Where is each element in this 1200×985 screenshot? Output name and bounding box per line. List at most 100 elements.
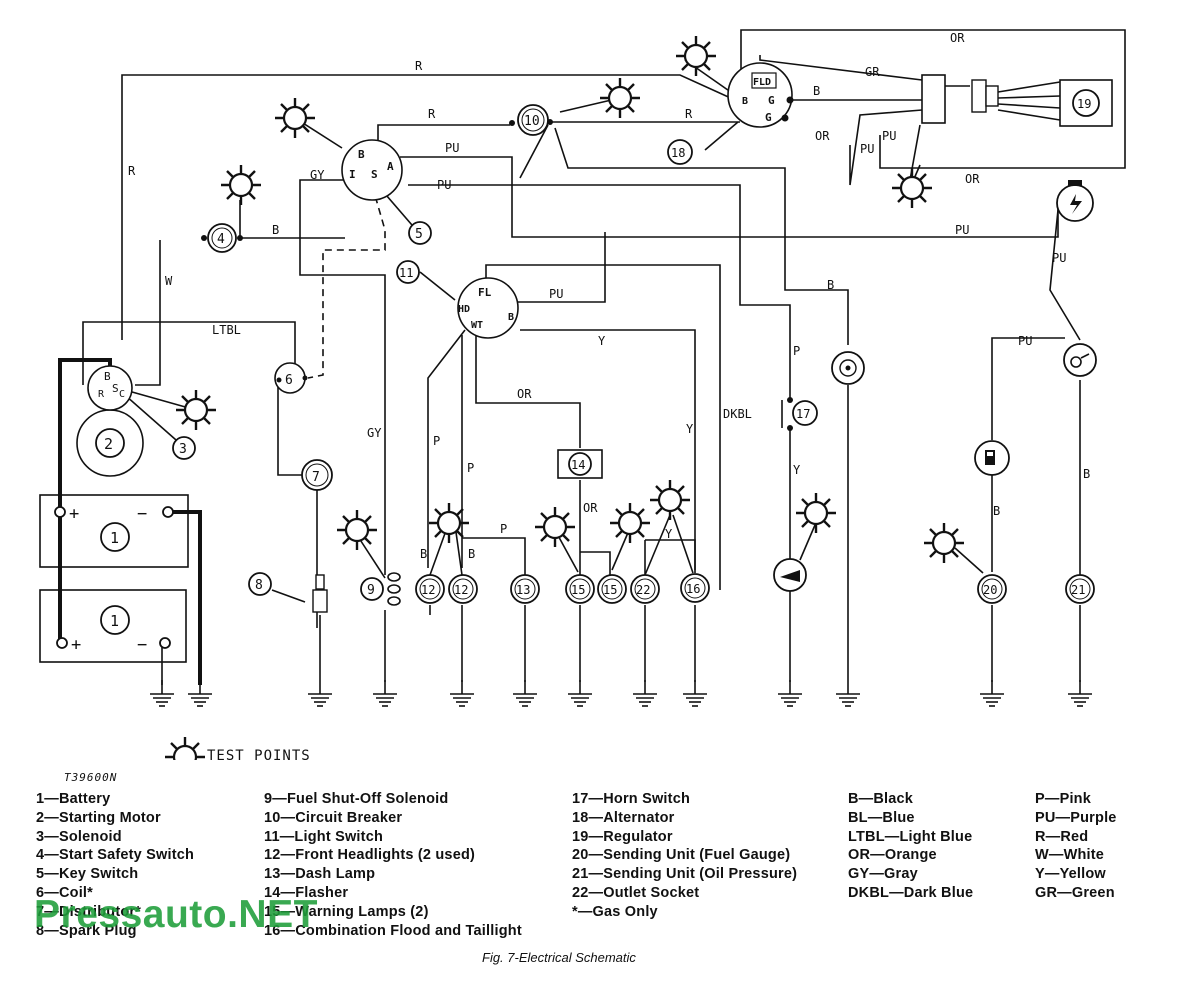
svg-text:Y: Y [686, 422, 694, 436]
svg-text:PU: PU [955, 223, 969, 237]
svg-text:12: 12 [454, 583, 468, 597]
svg-text:Y: Y [665, 527, 673, 541]
legend-item: 17—Horn Switch [572, 791, 691, 807]
svg-text:20: 20 [983, 583, 997, 597]
svg-text:P: P [500, 522, 507, 536]
test-point-icon [648, 478, 692, 522]
warning-lamp-left: 15 [565, 574, 595, 604]
svg-text:5: 5 [415, 227, 423, 242]
dash-lamp: 13 [510, 574, 540, 604]
svg-text:R: R [685, 107, 693, 121]
svg-text:B: B [420, 547, 427, 561]
solenoid-callout: 3 [172, 436, 196, 460]
svg-text:P: P [793, 344, 800, 358]
ground-symbols [149, 679, 1093, 707]
svg-text:R: R [415, 59, 423, 73]
svg-text:C: C [119, 389, 125, 400]
svg-text:OR: OR [583, 501, 598, 515]
figure-caption: Fig. 7-Electrical Schematic [482, 950, 636, 965]
battery-minus-sign: − [137, 635, 147, 655]
svg-text:15: 15 [603, 583, 617, 597]
svg-text:B: B [742, 96, 748, 107]
legend-item: PU—Purple [1035, 809, 1117, 826]
svg-text:16: 16 [686, 582, 700, 596]
svg-text:OR: OR [517, 387, 532, 401]
svg-text:PU: PU [1018, 334, 1032, 348]
drawing-number: T39600N [64, 771, 118, 784]
svg-text:15: 15 [571, 583, 585, 597]
svg-text:13: 13 [516, 583, 530, 597]
oil-pressure-indicator [1063, 343, 1097, 377]
circuit-breaker: 10 [509, 104, 553, 136]
legend-item: 13—Dash Lamp [264, 866, 376, 883]
svg-text:B: B [827, 278, 834, 292]
legend-item: BL—Blue [848, 809, 915, 826]
battery-upper: + − 1 [39, 494, 189, 568]
legend-item: 9—Fuel Shut-Off Solenoid [264, 791, 449, 807]
indicator-lamp [831, 351, 865, 385]
test-point-legend-icon [163, 735, 207, 760]
legend-item: GY—Gray [848, 866, 918, 883]
svg-text:9: 9 [367, 583, 375, 598]
legend-colors-col1: B—Black BL—Blue LTBL—Light Blue OR—Orang… [848, 790, 973, 903]
test-point-icon [794, 491, 838, 535]
svg-text:W: W [165, 274, 173, 288]
sending-unit-oil: 21 [1065, 574, 1095, 604]
legend-item: W—White [1035, 847, 1105, 864]
legend-item: 14—Flasher [264, 884, 349, 901]
svg-text:G: G [765, 111, 772, 124]
test-point-icon [273, 96, 317, 140]
headlight-left: 12 [415, 574, 445, 604]
svg-text:Y: Y [793, 463, 801, 477]
regulator: 19 [921, 74, 1113, 127]
test-point-icon [922, 521, 966, 565]
svg-text:B: B [272, 223, 279, 237]
legend-item: OR—Orange [848, 847, 937, 864]
legend-item: 21—Sending Unit (Oil Pressure) [572, 866, 798, 883]
flasher: 14 [557, 449, 603, 479]
test-point-icon [890, 166, 934, 210]
svg-text:14: 14 [571, 458, 585, 472]
svg-text:PU: PU [860, 142, 874, 156]
legend-item: 15—Warning Lamps (2) [264, 903, 429, 920]
svg-text:B: B [468, 547, 475, 561]
legend-components-col1: 1—Battery 2—Starting Motor 3—Solenoid 4—… [36, 790, 194, 940]
svg-text:8: 8 [255, 578, 263, 593]
svg-text:R: R [128, 164, 136, 178]
svg-text:OR: OR [815, 129, 830, 143]
key-switch: B I S A [341, 139, 403, 201]
legend-item: 6—Coil* [36, 884, 93, 901]
svg-text:R: R [98, 389, 105, 400]
battery-lower: + − 1 [39, 589, 187, 663]
svg-text:B: B [993, 504, 1000, 518]
legend-components-col2: 9—Fuel Shut-Off Solenoid 10—Circuit Brea… [264, 790, 522, 940]
headlight-right: 12 [448, 574, 478, 604]
svg-text:DKBL: DKBL [723, 407, 752, 421]
svg-text:GR: GR [865, 65, 880, 79]
svg-text:PU: PU [882, 129, 896, 143]
component-number: 1 [110, 612, 119, 630]
test-point-markers [163, 34, 966, 760]
solenoid: B S R C [87, 365, 133, 411]
legend-item: LTBL—Light Blue [848, 828, 973, 845]
battery-minus-sign: − [137, 504, 147, 524]
svg-text:OR: OR [965, 172, 980, 186]
legend-item: 4—Start Safety Switch [36, 847, 195, 864]
svg-text:PU: PU [1052, 251, 1066, 265]
warning-lamp-right: 15 [597, 574, 627, 604]
test-point-icon [219, 163, 263, 207]
alternator: FLD G G B 18 [667, 62, 794, 165]
svg-text:4: 4 [217, 232, 225, 247]
test-point-icon [533, 505, 577, 549]
test-point-icon [335, 508, 379, 552]
svg-text:7: 7 [312, 470, 320, 485]
test-point-icon [174, 388, 218, 432]
fuel-gauge [974, 440, 1010, 476]
svg-text:21: 21 [1071, 583, 1085, 597]
legend-item: R—Red [1035, 828, 1089, 845]
legend-item: 11—Light Switch [264, 828, 384, 845]
legend-item: *—Gas Only [572, 903, 658, 920]
legend-item: 12—Front Headlights (2 used) [264, 847, 476, 864]
distributor: 7 [301, 459, 333, 491]
horn [773, 558, 807, 592]
